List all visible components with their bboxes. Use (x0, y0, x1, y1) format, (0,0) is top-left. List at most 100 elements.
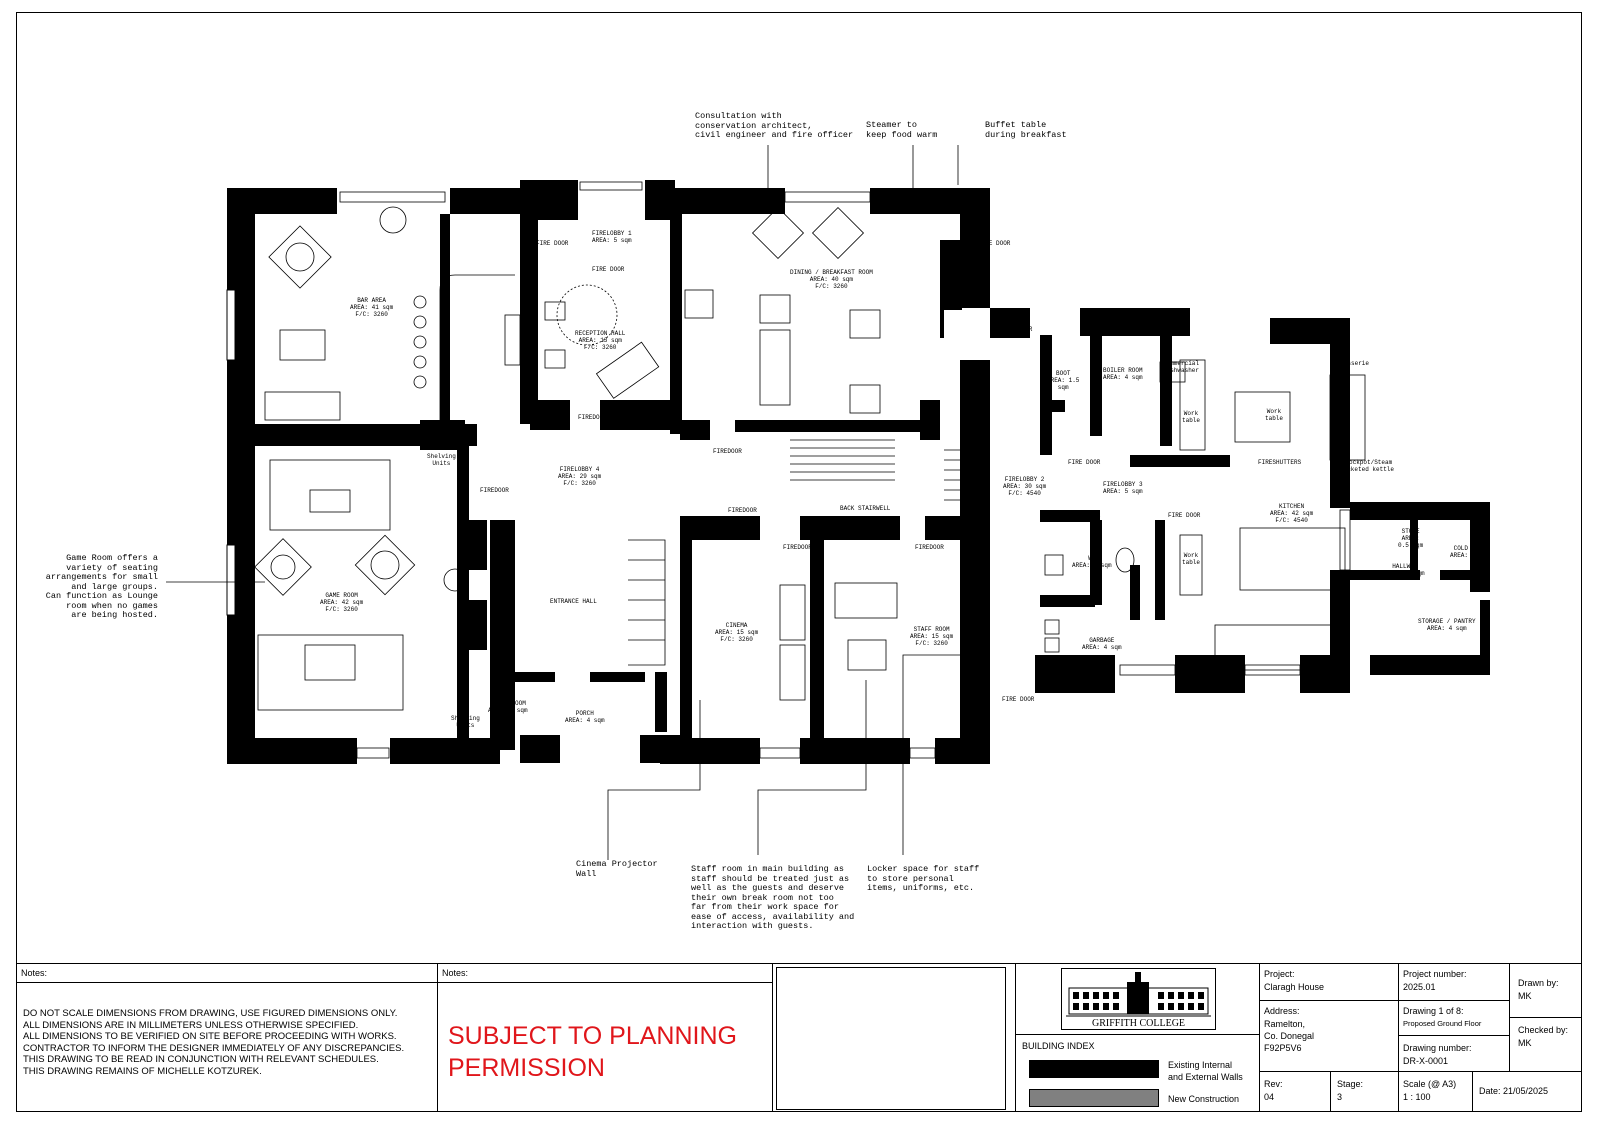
door-label-4: FIRE DOOR (1280, 318, 1313, 325)
notes-text: DO NOT SCALE DIMENSIONS FROM DRAWING, US… (23, 1008, 405, 1077)
drawn-by-label: Drawn by: (1518, 978, 1559, 988)
door-label-12: FIREDOOR (480, 487, 509, 494)
door-label-7: FIRE DOOR (1168, 459, 1201, 466)
stage-value: 3 (1337, 1092, 1343, 1102)
drawing-title-value: Proposed Ground Floor (1403, 1019, 1482, 1028)
game-room-note: Game Room offers a variety of seating ar… (45, 553, 158, 620)
work-table-label-2: Work table (1265, 408, 1284, 422)
door-label-6: FIRE DOOR (1068, 512, 1101, 519)
room-game-label: GAME ROOM AREA: 42 sqm F/C: 3260 (320, 592, 364, 613)
floor-plan (166, 145, 1490, 860)
door-label-14: FIREDOOR (728, 507, 757, 514)
notes-label-1: Notes: (21, 968, 48, 978)
room-dining-label: DINING / BREAKFAST ROOM AREA: 40 sqm F/C… (790, 269, 873, 290)
project-number-value: 2025.01 (1403, 982, 1436, 992)
room-cold-label: COLD ROOM AREA: 3 sqm (1450, 545, 1490, 559)
stockpot-label: Stockpot/Steam jacketed kettle (1340, 459, 1395, 473)
door-label-9: FIRE DOOR (1002, 696, 1035, 703)
door-label-1: FIRE DOOR (536, 240, 569, 247)
title-block: Notes: DO NOT SCALE DIMENSIONS FROM DRAW… (16, 963, 1582, 1112)
leader-lines (166, 145, 960, 860)
address-cell: Address: Ramelton, Co. Donegal F92P5V6 (1259, 1000, 1399, 1072)
building-index-panel: GRIFFITH COLLEGE BUILDING INDEX Existing… (1015, 963, 1260, 1112)
room-staff-label: STAFF ROOM AREA: 15 sqm F/C: 3260 (910, 626, 954, 647)
door-label-13: FIREDOOR (713, 448, 742, 455)
date-value: Date: 21/05/2025 (1479, 1086, 1549, 1096)
stage-label: Stage: (1337, 1079, 1364, 1089)
building-index-label: BUILDING INDEX (1022, 1041, 1095, 1051)
door-label-3: FIRE DOOR (1000, 326, 1033, 333)
door-label-8: FIRE DOOR (1168, 512, 1201, 519)
room-entrance-label: ENTRANCE HALL (550, 598, 597, 605)
address-label: Address: (1264, 1006, 1300, 1016)
locker-note: Locker space for staff to store personal… (867, 864, 980, 893)
dishwasher-label: Commercial Dishwasher (1163, 360, 1200, 374)
legend-new-swatch (1029, 1089, 1159, 1107)
checked-by-cell: Checked by: MK (1509, 1017, 1582, 1072)
steamer-note: Steamer to keep food warm (866, 120, 938, 140)
existing-walls (226, 180, 1490, 764)
door-label-15: FIREDOOR (783, 544, 812, 551)
door-label-5: FIRE DOOR (1068, 459, 1101, 466)
project-cell: Project: Claragh House (1259, 963, 1399, 1001)
door-label-2: FIRE DOOR (978, 240, 1011, 247)
staff-room-note: Staff room in main building as staff sho… (691, 864, 855, 931)
blank-panel (772, 963, 1016, 1112)
drawing-number-label: Drawing number: (1403, 1043, 1472, 1053)
address-value: Ramelton, Co. Donegal F92P5V6 (1264, 1019, 1315, 1053)
consultation-note: Consultation with conservation architect… (695, 111, 854, 140)
notes-panel-2: Notes: SUBJECT TO PLANNING PERMISSION (437, 963, 773, 1112)
work-table-label-1: Work table (1182, 410, 1201, 424)
notes-panel-1: Notes: DO NOT SCALE DIMENSIONS FROM DRAW… (16, 963, 438, 1112)
drawn-by-value: MK (1518, 991, 1532, 1001)
legend-existing-swatch (1029, 1060, 1159, 1078)
room-cloak-label: CLOAK ROOM AREA: 2 sqm (488, 700, 528, 714)
shelving-label-1: Shelving Units (427, 453, 456, 467)
college-name: GRIFFITH COLLEGE (1091, 1018, 1186, 1029)
room-garbage-label: GARBAGE AREA: 4 sqm (1082, 637, 1122, 651)
room-back-stairwell-label: BACK STAIRWELL (840, 505, 891, 512)
room-bar-label: BAR AREA AREA: 41 sqm F/C: 3260 (350, 297, 394, 318)
checked-by-label: Checked by: (1518, 1025, 1569, 1035)
shelving-label-2: Shelving Units (451, 715, 480, 729)
scale-cell: Scale (@ A3) 1 : 100 (1398, 1071, 1473, 1112)
fireshutters-label: FIRESHUTTERS (1258, 459, 1302, 466)
room-reception-label: RECEPTION HALL AREA: 13 sqm F/C: 3260 (575, 330, 626, 351)
drawing-number-cell: Drawing number: DR-X-0001 (1398, 1035, 1510, 1072)
door-label-10: FIRE DOOR (592, 266, 625, 273)
checked-by-value: MK (1518, 1038, 1532, 1048)
drawing-number-value: DR-X-0001 (1403, 1056, 1449, 1066)
project-number-cell: Project number: 2025.01 (1398, 963, 1510, 1001)
door-label-11: FIREDOOR (578, 414, 607, 421)
rotisserie-label: Rotisserie (1333, 360, 1370, 367)
drawn-by-cell: Drawn by: MK (1509, 963, 1582, 1018)
college-logo (1061, 968, 1216, 1030)
date-cell: Date: 21/05/2025 (1472, 1071, 1582, 1112)
project-label: Project: (1264, 969, 1295, 979)
room-boiler-label: BOILER ROOM AREA: 4 sqm (1103, 367, 1143, 381)
scale-value: 1 : 100 (1403, 1092, 1431, 1102)
project-number-label: Project number: (1403, 969, 1467, 979)
buffet-note: Buffet table during breakfast (985, 120, 1067, 140)
rev-value: 04 (1264, 1092, 1275, 1102)
rev-cell: Rev: 04 (1259, 1071, 1331, 1112)
stage-cell: Stage: 3 (1330, 1071, 1399, 1112)
room-firelobby1-label: FIRELOBBY 1 AREA: 5 sqm (592, 230, 632, 244)
furniture (254, 206, 1366, 711)
legend-new-label: New Construction (1168, 1094, 1240, 1104)
project-value: Claragh House (1264, 982, 1325, 992)
room-cinema-label: CINEMA AREA: 15 sqm F/C: 3260 (715, 622, 759, 643)
room-hallway-label: HALLWAY AREA: 1 sqm (1385, 563, 1425, 577)
room-firelobby3-label: FIRELOBBY 3 AREA: 5 sqm (1103, 481, 1143, 495)
planning-stamp: SUBJECT TO PLANNING PERMISSION (448, 1022, 737, 1082)
door-label-16: FIREDOOR (915, 544, 944, 551)
room-firelobby4-label: FIRELOBBY 4 AREA: 29 sqm F/C: 3260 (558, 466, 602, 487)
room-store-label: STORE AREA: 0.5 sqm (1398, 528, 1424, 549)
drawing-of-label: Drawing 1 of 8: (1403, 1006, 1464, 1016)
room-kitchen-label: KITCHEN AREA: 42 sqm F/C: 4540 (1270, 503, 1314, 524)
rev-label: Rev: (1264, 1079, 1283, 1089)
legend-existing-label: Existing Internal and External Walls (1168, 1060, 1243, 1082)
drawing-title-cell: Drawing 1 of 8: Proposed Ground Floor (1398, 1000, 1510, 1036)
room-porch-label: PORCH AREA: 4 sqm (565, 710, 605, 724)
room-wc-label: WC AREA: 4 sqm (1072, 555, 1112, 569)
